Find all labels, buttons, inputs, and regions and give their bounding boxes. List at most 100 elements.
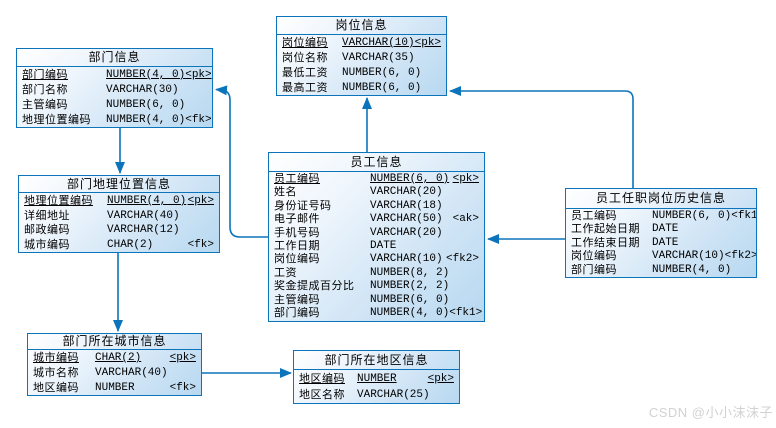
table-title: 员工信息 [269, 153, 484, 172]
column-name: 城市编码 [24, 239, 70, 252]
column-key-marker: <fk1> [731, 210, 757, 222]
column-name: 部门名称 [22, 84, 68, 96]
column-type: VARCHAR(10) [342, 37, 415, 49]
column-type: VARCHAR(20) [370, 186, 443, 199]
column-type: VARCHAR(35) [342, 52, 415, 64]
column-name: 最高工资 [282, 82, 328, 94]
column-type: DATE [652, 236, 679, 249]
column-name: 主管编码 [274, 293, 320, 306]
column-key-marker: <fk> [169, 381, 196, 394]
table-title: 部门信息 [17, 49, 212, 67]
entity-table-position-info: 岗位信息 岗位编码 VARCHAR(10)<pk> 岗位名称 VARCHAR(35) 最… [276, 16, 447, 96]
column-key-marker: <fk2> [445, 253, 479, 266]
column-row: 部门名称 VARCHAR(30) [17, 83, 212, 98]
column-name: 部门编码 [571, 263, 617, 276]
column-name: 身份证号码 [274, 199, 332, 212]
column-type: DATE [652, 223, 679, 236]
column-row: 身份证号码 VARCHAR(18) [269, 200, 484, 213]
column-row: 部门编码 NUMBER(4, 0) [566, 264, 756, 277]
column-row: 岗位名称 VARCHAR(35) [277, 51, 446, 66]
table-title: 部门地理位置信息 [19, 176, 219, 193]
column-type: CHAR(2) [107, 239, 154, 252]
column-name: 详细地址 [24, 209, 70, 222]
column-name: 地区编码 [33, 381, 79, 394]
column-row: 地理位置编码 NUMBER(4, 0)<fk> [17, 113, 212, 127]
column-type: NUMBER(4, 0) [106, 114, 186, 126]
column-name: 工作起始日期 [571, 223, 640, 236]
column-name: 地理位置编码 [24, 195, 93, 207]
column-name: 岗位编码 [571, 250, 617, 263]
table-title: 部门所在地区信息 [294, 351, 459, 370]
column-row: 岗位编码 VARCHAR(10)<pk> [277, 36, 446, 51]
column-key-marker: <fk> [185, 114, 212, 126]
column-key-marker: <pk> [427, 373, 454, 385]
column-name: 员工编码 [274, 173, 320, 185]
column-type: NUMBER(6, 0) [370, 293, 450, 306]
column-type: VARCHAR(10) [370, 253, 443, 266]
table-title: 部门所在城市信息 [28, 334, 201, 350]
column-type: NUMBER(6, 0) [370, 173, 450, 185]
column-name: 岗位编码 [282, 37, 328, 49]
column-type: NUMBER(6, 0) [342, 67, 422, 79]
column-name: 工作日期 [274, 239, 320, 252]
column-name: 部门编码 [22, 69, 68, 81]
column-name: 城市编码 [33, 352, 79, 364]
table-title: 员工任职岗位历史信息 [566, 189, 756, 209]
column-name: 地理位置编码 [22, 114, 91, 126]
column-name: 地区名称 [299, 389, 345, 401]
column-type: NUMBER(4, 0) [652, 263, 732, 276]
column-name: 邮政编码 [24, 224, 70, 237]
column-type: NUMBER [95, 381, 135, 394]
column-type: VARCHAR(40) [95, 366, 168, 379]
table-title: 岗位信息 [277, 17, 446, 35]
column-name: 岗位名称 [282, 52, 328, 64]
column-type: NUMBER(4, 0) [106, 69, 186, 81]
column-type: NUMBER(6, 0) [652, 210, 732, 222]
column-name: 工资 [274, 266, 297, 279]
column-key-marker: <pk> [187, 195, 214, 207]
column-type: VARCHAR(40) [107, 209, 180, 222]
column-name: 城市名称 [33, 366, 79, 379]
column-name: 地区编码 [299, 373, 345, 385]
column-type: VARCHAR(30) [106, 84, 179, 96]
csdn-watermark: CSDN @小小沫沫子 [648, 405, 773, 420]
column-type: VARCHAR(50) [370, 213, 443, 226]
column-key-marker: <pk> [414, 37, 442, 49]
column-type: VARCHAR(20) [370, 226, 443, 239]
column-key-marker: <ak> [452, 213, 479, 226]
column-type: CHAR(2) [95, 352, 142, 364]
column-row: 城市名称 VARCHAR(40) [28, 366, 201, 381]
column-key-marker: <fk2> [724, 250, 757, 263]
column-type: VARCHAR(18) [370, 199, 443, 212]
column-name: 电子邮件 [274, 213, 320, 226]
column-type: NUMBER [357, 373, 397, 385]
